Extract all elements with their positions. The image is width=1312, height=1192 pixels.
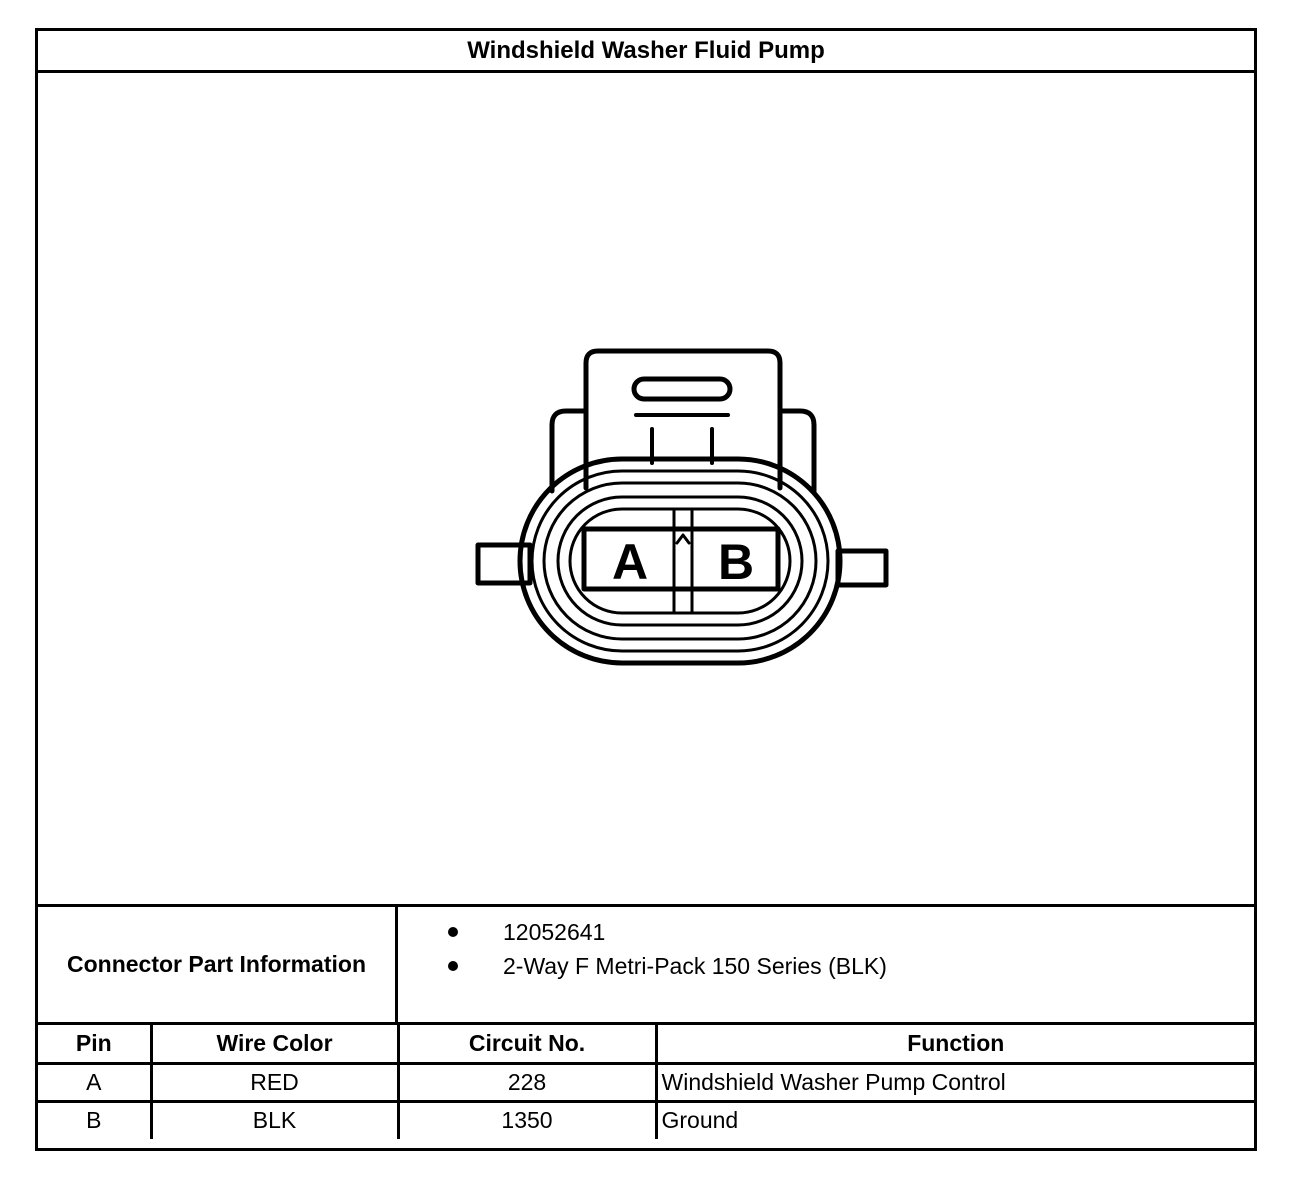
connector-part-info-list: 12052641 2-Way F Metri-Pack 150 Series (… [398,907,1254,1022]
body-ring-inner [568,507,792,615]
pin-cell: B [38,1101,153,1139]
connector-part-info: Connector Part Information 12052641 2-Wa… [38,907,1254,1025]
connector-part-info-label: Connector Part Information [38,907,398,1022]
connector-drawing: A B [475,348,889,666]
connector-diagram: A B [38,73,1254,907]
part-number: 12052641 [503,919,606,945]
page-title: Windshield Washer Fluid Pump [38,31,1254,73]
body-ring-4 [556,495,804,627]
pin-table-header: Pin Wire Color Circuit No. Function [38,1025,1254,1065]
bullet-icon [448,961,458,971]
connector-series: 2-Way F Metri-Pack 150 Series (BLK) [503,953,887,979]
divider-notch [675,533,691,545]
header-wire-color: Wire Color [151,1025,400,1065]
bullet-icon [448,927,458,937]
function-cell: Ground [661,1107,739,1134]
pin-cell: A [38,1063,153,1103]
left-shoulder [549,408,589,494]
header-function: Function [656,1025,1254,1065]
connector-end-view-sheet: Windshield Washer Fluid Pump [35,28,1257,1151]
latch-housing-outline [583,348,783,491]
left-tab [475,542,533,586]
function-cell: Windshield Washer Pump Control [656,1063,1254,1103]
wire-color-cell: RED [151,1063,400,1103]
circuit-cell: 228 [398,1063,658,1103]
table-row: A RED 228 Windshield Washer Pump Control [38,1063,1254,1103]
header-circuit: Circuit No. [398,1025,658,1065]
body-ring-outer [517,456,843,666]
body-ring-2 [530,469,830,653]
body-ring-3 [542,481,818,641]
table-row: B BLK 1350 Ground [38,1101,1254,1139]
circuit-cell: 1350 [398,1101,658,1139]
right-tab [835,548,889,588]
cavity-b-label: B [718,534,754,590]
right-shoulder [777,408,817,494]
wire-color-cell: BLK [151,1101,400,1139]
latch-slot [631,376,733,402]
cavity-frame [581,526,781,592]
cavity-a-label: A [612,534,648,590]
header-pin: Pin [38,1025,153,1065]
pin-table: Pin Wire Color Circuit No. Function A RE… [38,1025,1254,1139]
